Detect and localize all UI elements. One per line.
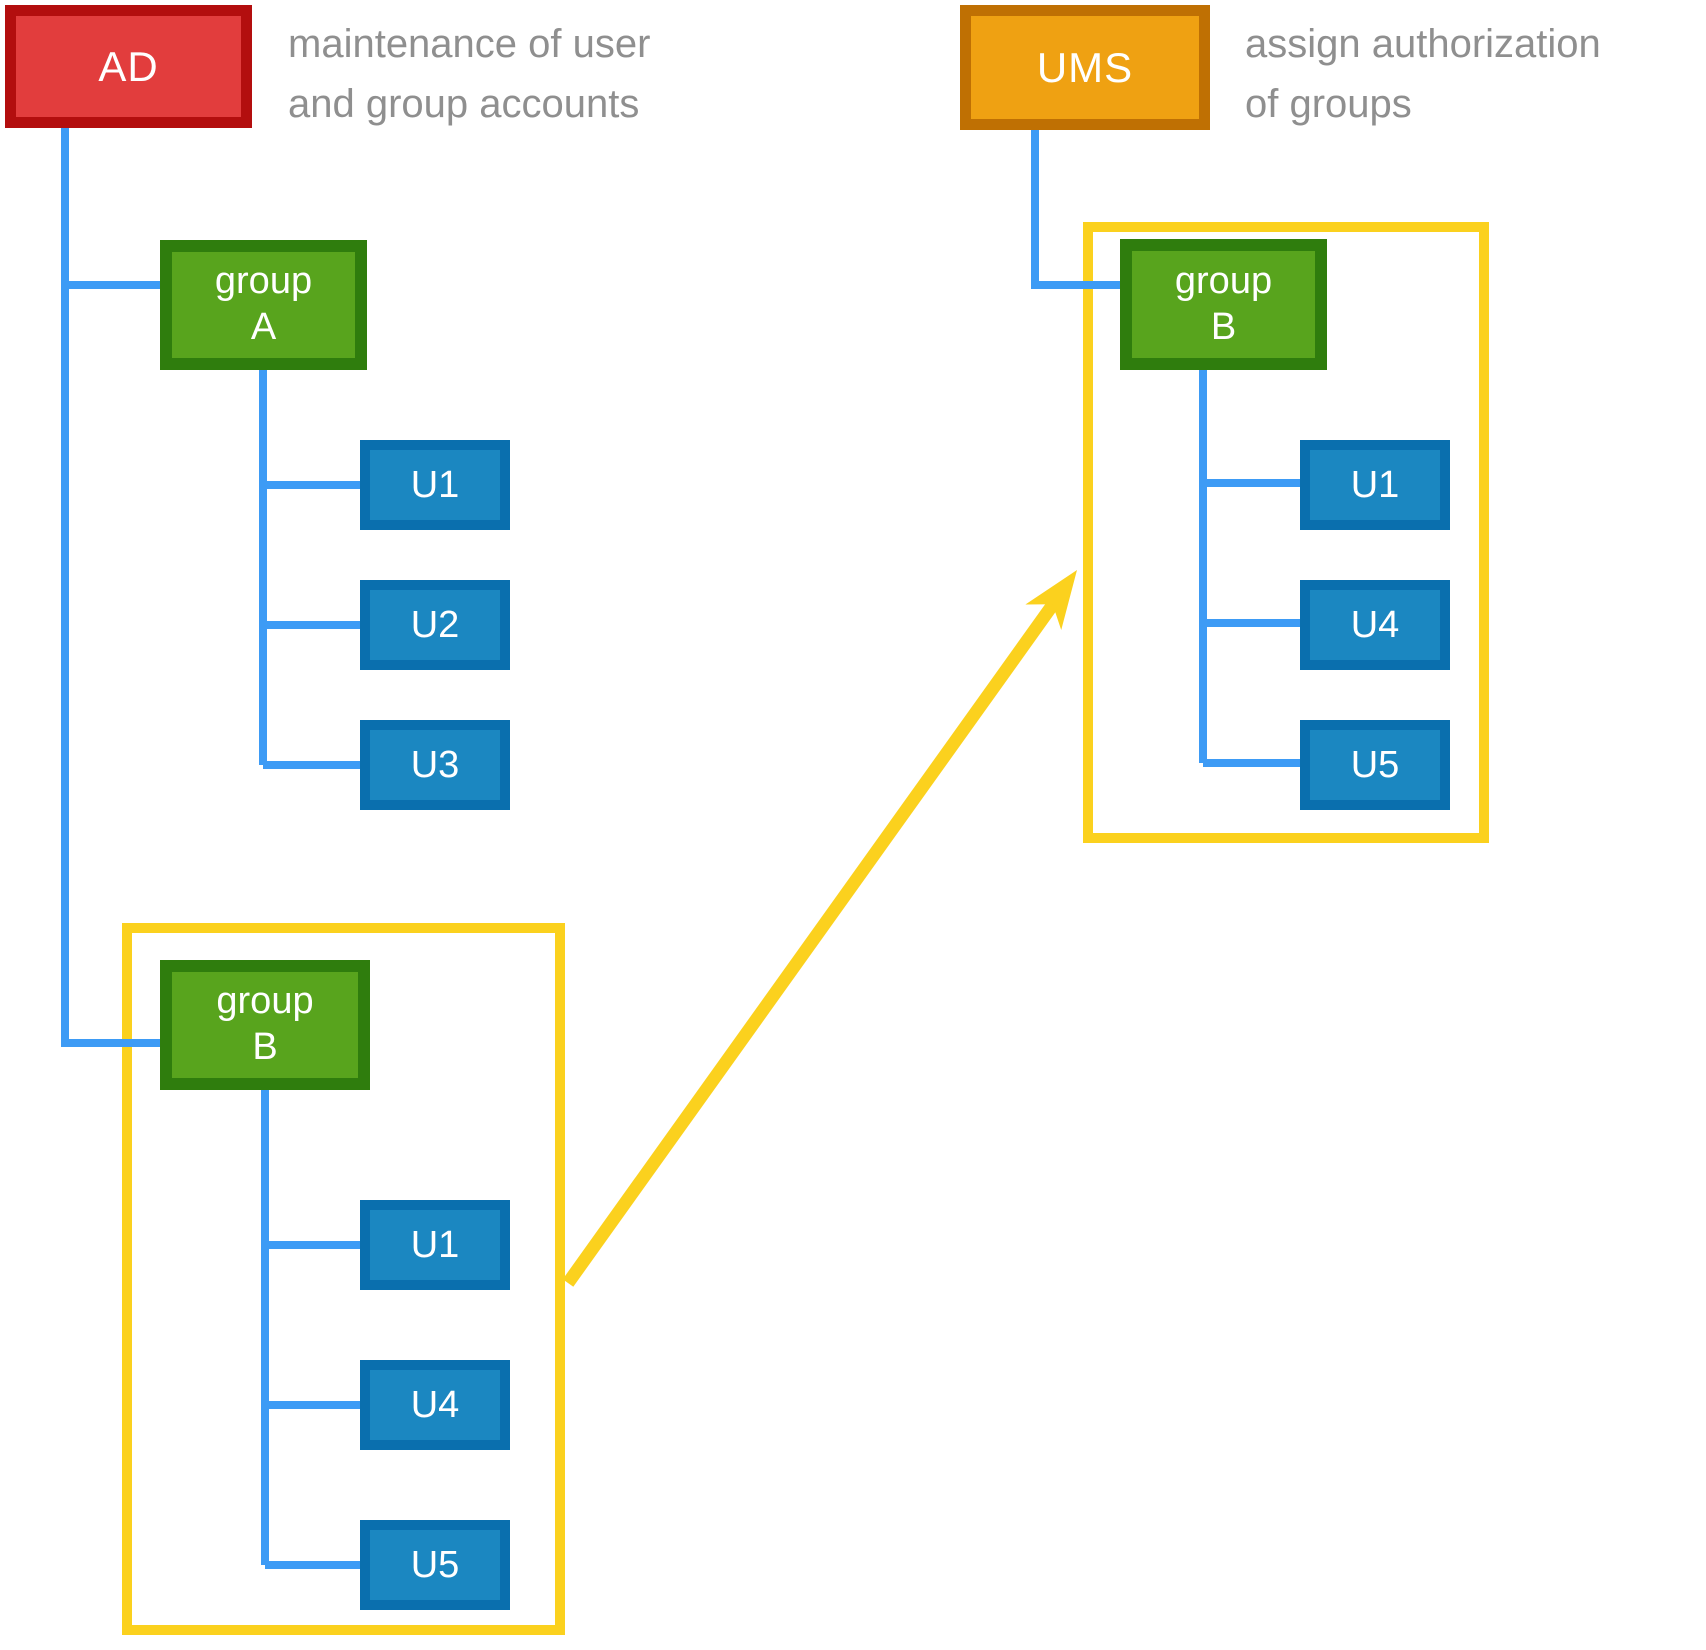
- group-a-word: group: [214, 260, 313, 303]
- user-label: U3: [410, 743, 460, 786]
- ums-node: UMS: [960, 5, 1210, 130]
- assignment-arrow: [562, 570, 1077, 1287]
- user-node-group-b-ums-u1: U1: [1300, 440, 1450, 530]
- user-label: U1: [410, 1223, 460, 1266]
- group-b-ad-node: group B: [160, 960, 370, 1090]
- wire-group-a-children: [259, 370, 360, 769]
- user-label: U5: [410, 1543, 460, 1586]
- group-a-node: group A: [160, 240, 367, 370]
- user-label: U5: [1350, 743, 1400, 786]
- user-node-group-b-ums-u5: U5: [1300, 720, 1450, 810]
- ums-caption-line-1: assign authorization: [1245, 22, 1601, 66]
- user-label: U2: [410, 603, 460, 646]
- ums-caption-line-2: of groups: [1245, 82, 1412, 126]
- user-node-group-b-ad-u5: U5: [360, 1520, 510, 1610]
- wire-group-b-ad-children: [261, 1090, 360, 1569]
- group-b-ums-word: group: [1174, 259, 1273, 302]
- ad-node: AD: [5, 5, 252, 128]
- wire-group-b-ums-children: [1199, 370, 1300, 767]
- user-node-group-a-u2: U2: [360, 580, 510, 670]
- group-b-ad-word: group: [216, 980, 314, 1023]
- group-b-ums-node: group B: [1120, 239, 1327, 370]
- user-label: U1: [1350, 463, 1400, 506]
- ad-label: AD: [98, 42, 159, 90]
- user-node-group-a-u1: U1: [360, 440, 510, 530]
- assignment-arrow-shaft: [562, 599, 1060, 1287]
- user-label: U4: [410, 1383, 460, 1426]
- ad-caption-line-2: and group accounts: [288, 82, 640, 126]
- group-a-letter: A: [250, 306, 277, 348]
- user-node-group-b-ad-u4: U4: [360, 1360, 510, 1450]
- wire-ad-trunk: [61, 128, 160, 1047]
- assignment-arrow-head: [1025, 570, 1077, 630]
- ad-caption-line-1: maintenance of user: [288, 22, 651, 66]
- user-node-group-a-u3: U3: [360, 720, 510, 810]
- user-node-group-b-ad-u1: U1: [360, 1200, 510, 1290]
- user-node-group-b-ums-u4: U4: [1300, 580, 1450, 670]
- group-b-ad-frame: [122, 923, 565, 1635]
- ums-label: UMS: [1036, 43, 1134, 91]
- group-b-ums-frame: [1083, 222, 1489, 843]
- user-label: U4: [1350, 603, 1400, 646]
- ums-caption: assign authorization of groups: [1245, 14, 1601, 134]
- wire-ums-to-group-b: [1031, 130, 1120, 289]
- group-b-ad-letter: B: [252, 1026, 278, 1068]
- ad-caption: maintenance of user and group accounts: [288, 14, 650, 134]
- user-label: U1: [410, 463, 460, 506]
- group-b-ums-letter: B: [1210, 305, 1237, 348]
